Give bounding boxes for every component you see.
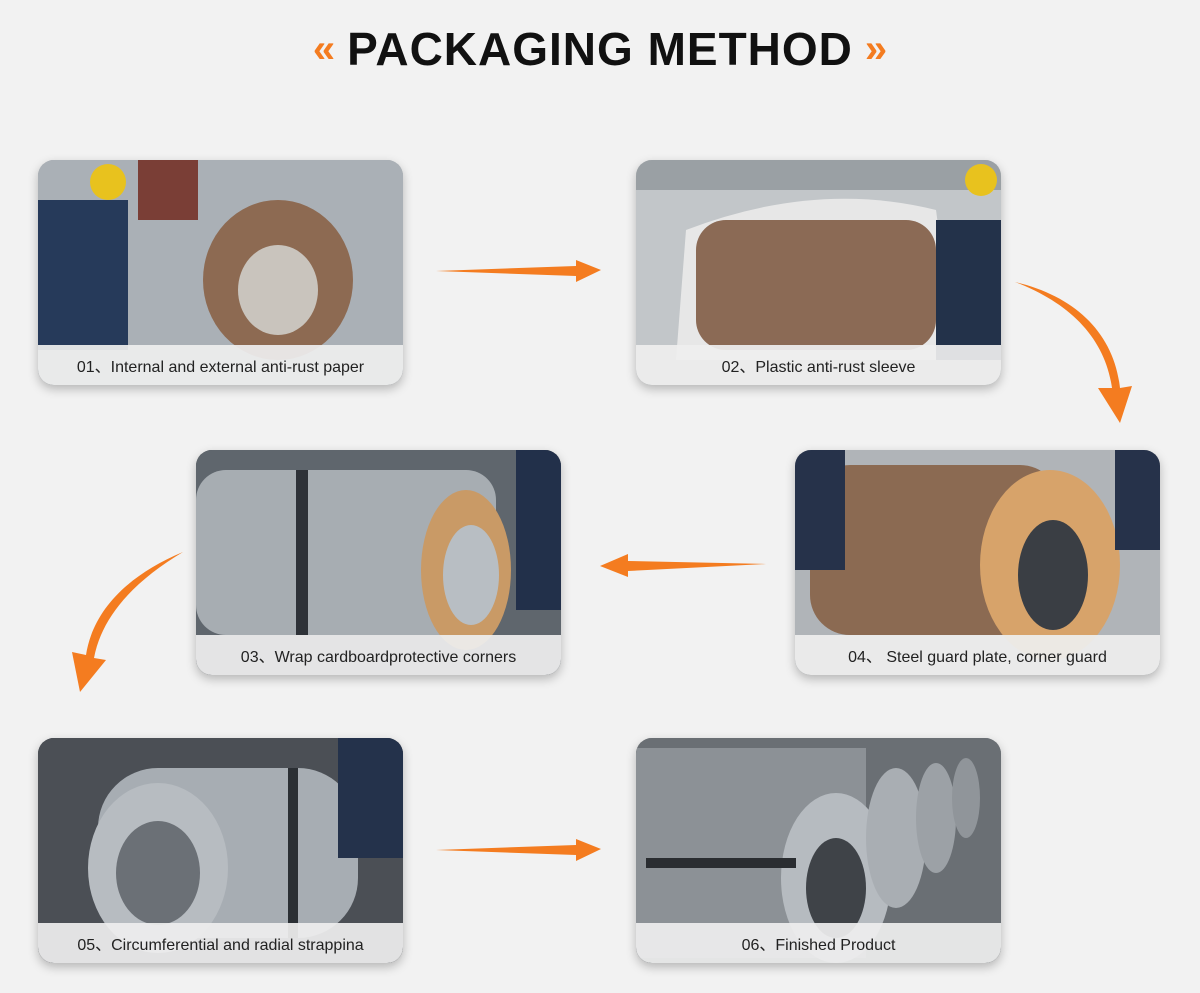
step-card-6: 06、Finished Product (636, 738, 1001, 963)
coil-wrapping-photo (38, 160, 403, 385)
step-caption: 04、 Steel guard plate, corner guard (795, 635, 1160, 675)
page-header: « PACKAGING METHOD » (0, 22, 1200, 76)
step-card-4: 04、 Steel guard plate, corner guard (795, 450, 1160, 675)
step-caption: 05、Circumferential and radial strappina (38, 923, 403, 963)
step-card-3: 03、Wrap cardboardprotective corners (196, 450, 561, 675)
left-chevron-icon: « (312, 27, 336, 71)
arrow-right-icon (436, 260, 601, 282)
page-title: PACKAGING METHOD (347, 23, 853, 75)
step-caption: 01、Internal and external anti-rust paper (38, 345, 403, 385)
step-caption: 02、Plastic anti-rust sleeve (636, 345, 1001, 385)
arrow-right-icon (436, 839, 601, 861)
step-card-5: 05、Circumferential and radial strappina (38, 738, 403, 963)
step-caption: 06、Finished Product (636, 923, 1001, 963)
arrow-curve-down-icon (1015, 282, 1132, 423)
right-chevron-icon: » (864, 27, 888, 71)
step-caption: 03、Wrap cardboardprotective corners (196, 635, 561, 675)
arrow-left-icon (600, 554, 766, 577)
arrow-curve-down-left-icon (72, 552, 183, 692)
step-card-1: 01、Internal and external anti-rust paper (38, 160, 403, 385)
step-card-2: 02、Plastic anti-rust sleeve (636, 160, 1001, 385)
